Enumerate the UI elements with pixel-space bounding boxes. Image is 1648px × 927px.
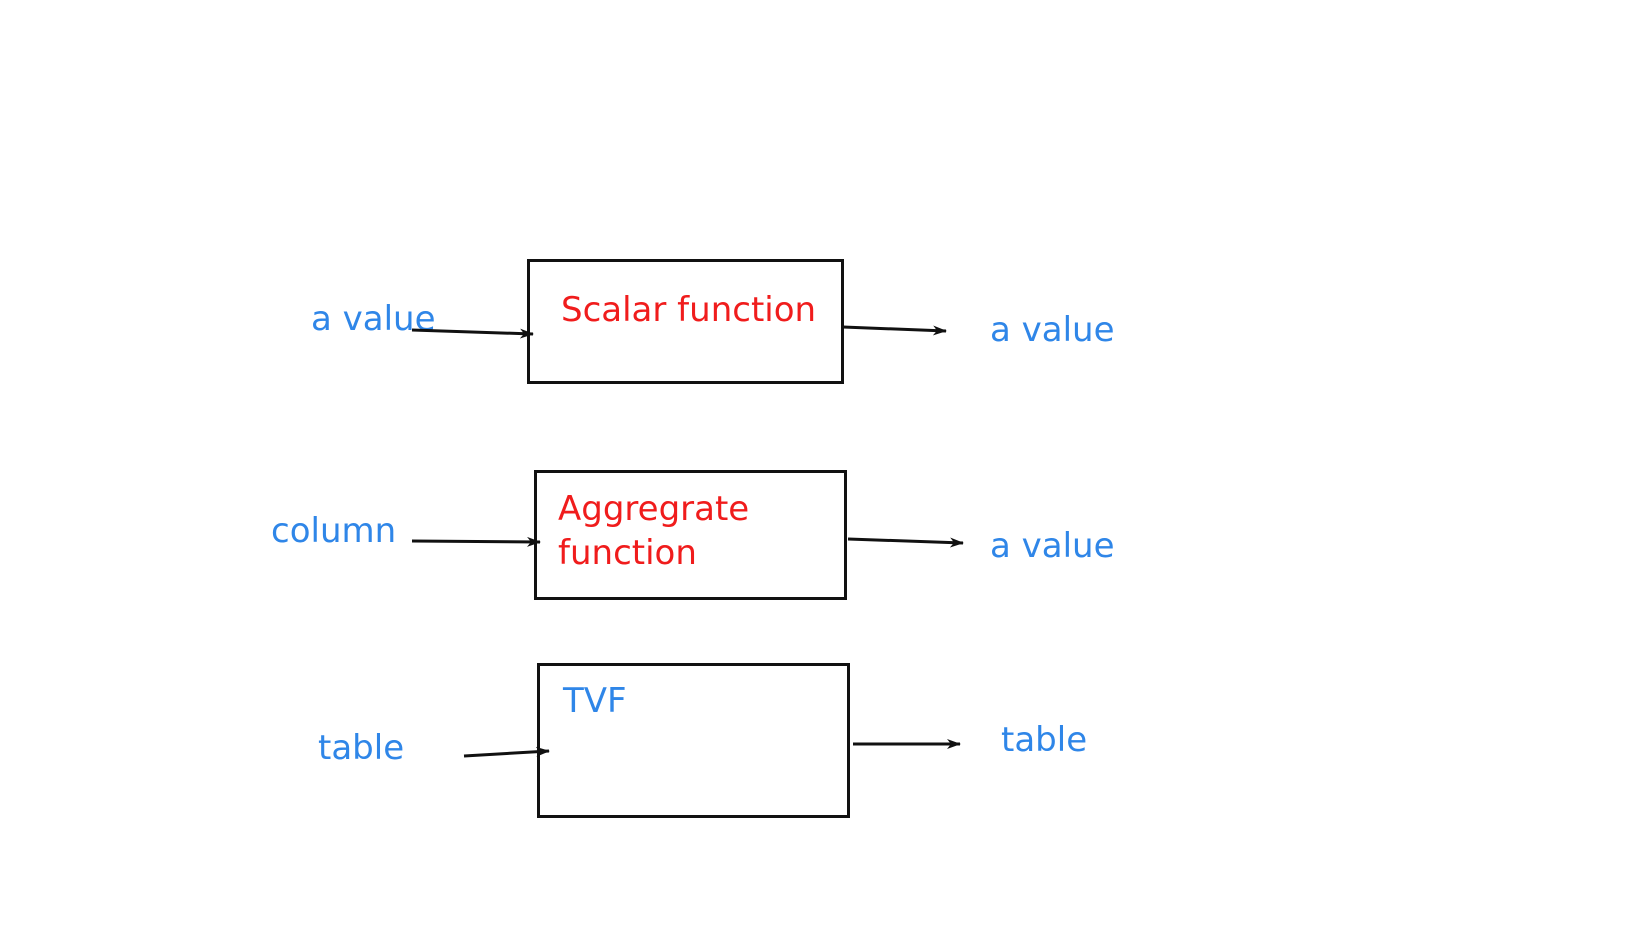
scalar-output-arrow	[842, 325, 947, 336]
scalar-input-label: a value	[311, 299, 436, 339]
tvf-output-label: table	[1001, 720, 1088, 760]
aggregate-output-arrow	[847, 537, 964, 548]
aggregate-function-box	[534, 470, 847, 600]
scalar-output-label: a value	[990, 310, 1115, 350]
aggregate-input-arrow	[411, 536, 541, 547]
tvf-label: TVF	[563, 681, 627, 721]
aggregate-output-label: a value	[990, 526, 1115, 566]
aggregate-function-label-line2: function	[558, 533, 697, 573]
tvf-input-label: table	[318, 728, 405, 768]
tvf-input-arrow	[463, 746, 550, 758]
scalar-input-arrow	[411, 328, 534, 339]
tvf-box	[537, 663, 850, 818]
scalar-function-label: Scalar function	[561, 290, 817, 330]
aggregate-function-label-line1: Aggregrate	[558, 489, 750, 529]
scalar-function-box	[527, 259, 844, 384]
aggregate-input-label: column	[271, 511, 397, 551]
